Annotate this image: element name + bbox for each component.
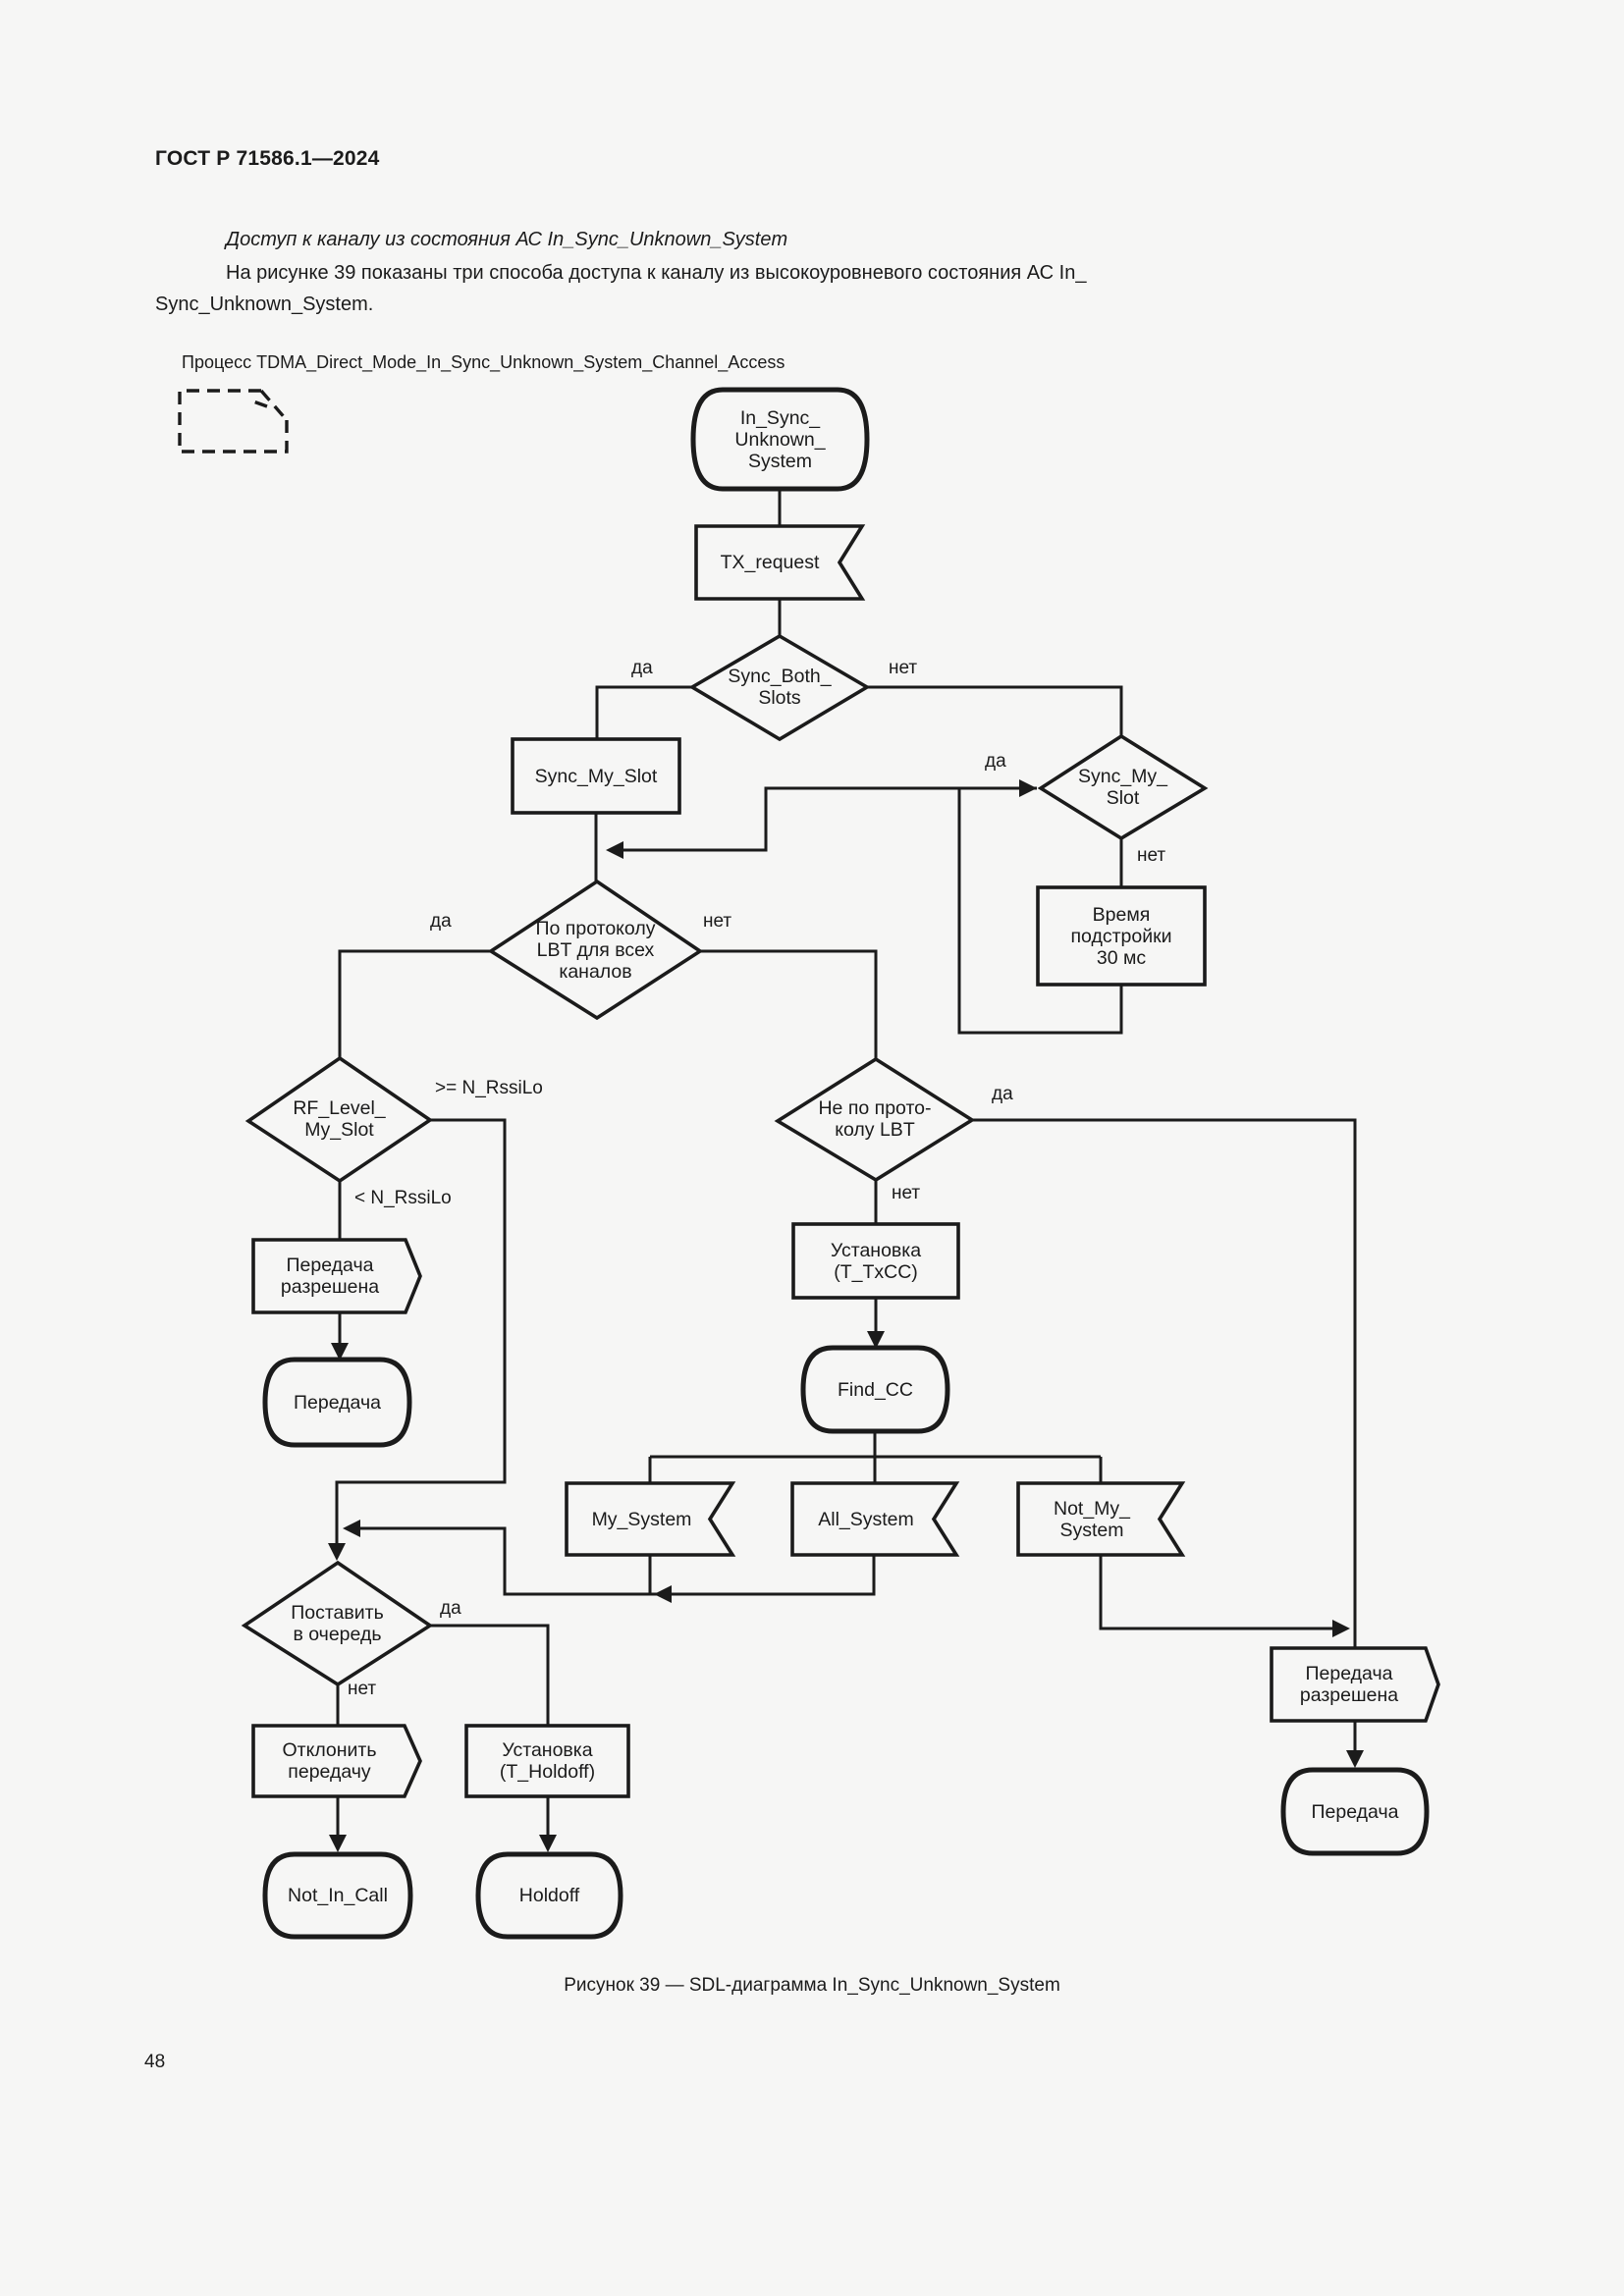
state-tx-right [1280,1767,1430,1856]
edge-label-syncboth-yes: да [631,658,653,678]
edge-label-lbtall-no: нет [703,911,732,932]
label-sync-my-slot-task: Sync_My_Slot [534,765,658,787]
label-sync-both-slots: Sync_Both_ Slots [728,666,832,709]
label-start-state: In_Sync_ Unknown_ System [734,406,826,472]
edge-label-queue-no: нет [348,1679,377,1699]
label-tx-state-left: Передача [294,1391,381,1414]
arrow-into-queue [328,1543,346,1561]
edge-label-notlbt-no: нет [892,1183,921,1203]
output-reject-tx [251,1724,422,1798]
state-tx-left [262,1357,412,1448]
edge-rflevel-ge [335,1118,507,1557]
arrow-into-tx-left [331,1343,349,1361]
label-not-lbt: Не по прото- колу LBT [818,1097,932,1141]
edge-notmysystem-merge [1099,1555,1345,1630]
state-find-cc [800,1345,950,1434]
output-tx-allowed-right [1270,1646,1440,1723]
paragraph-line-2: Sync_Unknown_System. [155,294,374,315]
figure-caption: Рисунок 39 — SDL-диаграмма In_Sync_Unkno… [564,1975,1060,1996]
edge-syncboth-no [867,685,1123,736]
label-find-cc: Find_CC [838,1378,913,1401]
arrow-into-findcc [867,1331,885,1349]
label-lbt-all-channels: По протоколу LBT для всех каналов [535,917,656,983]
label-rf-level-my-slot: RF_Level_ My_Slot [293,1097,386,1141]
label-my-system: My_System [591,1508,692,1530]
input-not-my-system [1016,1481,1186,1557]
edge-label-rflevel-ge: >= N_RssiLo [435,1078,543,1098]
task-set-t-holdoff [464,1724,630,1798]
edge-lbtall-no [700,949,878,1059]
edge-label-lbtall-yes: да [430,911,452,932]
input-all-system [790,1481,960,1557]
edge-allsystem-merge [348,1526,876,1596]
arrow-merge-queue-line [343,1520,360,1537]
edge-label-notlbt-yes: да [992,1084,1013,1104]
edge-syncboth-yes [595,685,692,739]
dashed-reference-icon [178,389,289,454]
arrow-merge-left [606,841,623,859]
edge-lines [335,489,1357,1846]
edge-lbtall-yes [338,949,491,1058]
edge-label-rflevel-lt: < N_RssiLo [354,1188,452,1208]
document-header: ГОСТ Р 71586.1—2024 [155,147,380,170]
label-adjust-time: Время подстройки 30 мс [1070,903,1172,969]
decision-sync-my-slot [1037,733,1209,841]
arrow-into-notincall [329,1835,347,1852]
label-set-t-holdoff: Установка (T_Holdoff) [499,1739,596,1783]
label-not-in-call: Not_In_Call [288,1885,388,1906]
edge-findcc-split [648,1431,1103,1483]
arrow-into-syncmy [1019,779,1037,797]
state-holdoff [475,1851,623,1940]
output-tx-allowed-left [251,1238,422,1314]
edge-notlbt-yes [972,1118,1357,1648]
edge-syncmy-yes [611,786,1037,852]
input-tx-request [694,524,866,601]
arrow-merge-right [1332,1620,1350,1637]
label-tx-state-right: Передача [1311,1800,1399,1823]
edge-label-queue-yes: да [440,1598,461,1619]
process-title: Процесс TDMA_Direct_Mode_In_Sync_Unknown… [182,352,785,372]
state-start [690,387,870,492]
input-my-system [565,1481,736,1557]
page-number: 48 [144,2052,166,2072]
arrow-into-holdoff [539,1835,557,1852]
task-sync-my-slot [511,737,681,815]
edge-label-syncmy-no: нет [1137,845,1166,866]
label-tx-allowed-right: Передача разрешена [1299,1663,1399,1706]
decision-not-lbt [774,1056,976,1183]
label-not-my-system: Not_My_ System [1053,1497,1131,1541]
label-set-t-txcc: Установка (T_TxCC) [830,1239,922,1283]
decision-rf-level-my-slot [244,1055,434,1184]
decision-sync-both-slots [688,633,871,742]
edge-queue-yes [430,1624,550,1726]
label-all-system: All_System [818,1508,914,1530]
decision-lbt-all-channels [487,879,704,1021]
edge-label-syncboth-no: нет [889,658,918,678]
label-tx-request: TX_request [720,552,820,573]
state-not-in-call [262,1851,413,1940]
paragraph-line-1: На рисунке 39 показаны три способа досту… [226,262,1087,284]
label-holdoff: Holdoff [518,1885,580,1906]
arrow-into-tx-right [1346,1750,1364,1768]
edge-adjust-loop [957,788,1123,1035]
edge-arrowheads [328,779,1364,1852]
label-tx-allowed-left: Передача разрешена [280,1255,380,1298]
task-adjust-time [1036,885,1207,987]
arrow-merge-mysystem [654,1585,672,1603]
label-reject-tx: Отклонить передачу [282,1739,377,1783]
section-heading: Доступ к каналу из состояния АС In_Sync_… [226,229,788,250]
edge-label-syncmy-yes: да [985,751,1006,772]
decision-queue [241,1560,434,1687]
task-set-t-txcc [791,1222,960,1300]
label-queue-decision: Поставить в очередь [291,1602,384,1645]
label-sync-my-slot-decision: Sync_My_ Slot [1077,766,1168,809]
